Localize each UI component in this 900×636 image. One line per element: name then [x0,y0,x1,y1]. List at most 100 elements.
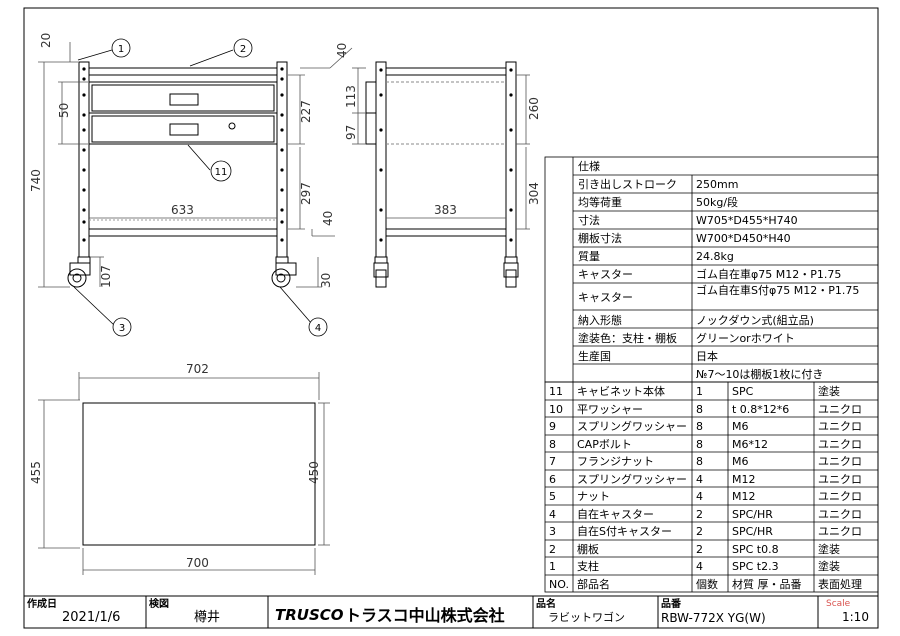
side-view [365,61,519,288]
spec-label: 均等荷重 [578,195,622,209]
spec-value: ゴム自在車S付φ75 M12・P1.75 [696,283,859,297]
dim-20: 20 [39,33,53,48]
balloon-3-label: 3 [119,323,125,334]
spec-value: 50kg/段 [696,195,738,209]
dim-304: 304 [527,182,541,205]
parts-table [544,381,879,593]
front-view [67,61,297,288]
parts-cell-no: 4 [549,508,556,521]
plan-dimension-lines [38,372,330,575]
side-dimension-lines [352,67,530,230]
parts-cell-no: 3 [549,525,556,538]
balloon-3 [112,317,132,337]
parts-cell-name: 自在S付キャスター [577,525,672,538]
parts-cell-qty: 1 [696,385,703,398]
created-label: 作成日 [27,597,57,610]
parts-cell-qty: 2 [696,508,703,521]
spec-label: 納入形態 [578,313,622,327]
spec-value: №7～10は棚板1枚に付き [696,367,823,381]
parts-cell-no: 2 [549,543,556,556]
parts-cell-finish: ユニクロ [818,455,862,468]
parts-cell-finish: ユニクロ [818,490,862,503]
parts-cell-no: 10 [549,403,563,416]
bottom-shelf [88,228,278,237]
dim-107: 107 [99,265,113,288]
drawer-handle-lower [169,123,199,136]
right-post [276,61,288,258]
dim-740: 740 [29,169,43,192]
dim-633: 633 [171,203,194,217]
balloon-11-label: 11 [215,167,228,178]
parts-cell-finish: ユニクロ [818,420,862,433]
dim-227: 227 [299,100,313,123]
dim-50: 50 [57,103,71,118]
parts-cell-qty: 4 [696,473,703,486]
balloon-2-label: 2 [240,44,246,55]
parts-cell-name: 支柱 [577,559,599,573]
spec-label: 塗装色：支柱・棚板 [578,331,677,345]
parts-cell-qty: 8 [696,403,703,416]
parts-cell-mat: SPC t0.8 [732,543,779,556]
dim-455: 455 [29,461,43,484]
parts-cell-qty: 2 [696,543,703,556]
parts-cell-mat: M12 [732,490,756,503]
balloon-11 [210,160,232,182]
product-name-label: 品名 [536,597,556,610]
checker-name: 樽井 [194,609,220,625]
parts-header-finish: 表面処理 [818,577,862,591]
side-post-back [505,61,517,258]
balloon-4 [308,317,328,337]
spec-value: 日本 [696,349,718,363]
plan-dimension-labels: 702 700 455 450 [29,362,321,570]
top-shelf [88,67,278,76]
spec-value: W700*D450*H40 [696,232,791,245]
front-dimension-lines [38,42,353,288]
balloon-1-label: 1 [118,44,124,55]
spec-value: 24.8kg [696,250,734,263]
parts-cell-no: 9 [549,420,556,433]
parts-cell-mat: SPC t2.3 [732,560,779,573]
title-block-text: 作成日 2021/1/6 検図 樽井 TRUSCO トラスコ中山株式会社 品名 … [27,597,869,625]
parts-cell-finish: ユニクロ [818,438,862,451]
scale-label: Scale [826,599,851,609]
title-block [24,595,878,628]
parts-cell-mat: SPC/HR [732,508,773,521]
spec-label: 棚板寸法 [578,231,622,245]
parts-cell-qty: 4 [696,560,703,573]
left-post [78,61,90,258]
spec-value: グリーンorホワイト [696,331,795,345]
front-caster-right [271,256,297,288]
parts-cell-mat: M6*12 [732,438,768,451]
spec-label: 引き出しストローク [578,177,677,191]
created-date: 2021/1/6 [62,610,120,625]
parts-cell-name: フランジナット [577,455,654,468]
parts-cell-name: 平ワッシャー [577,403,643,416]
spec-label: 寸法 [578,213,600,227]
dim-297: 297 [299,182,313,205]
dim-702: 702 [186,362,209,376]
parts-cell-qty: 8 [696,455,703,468]
balloon-4-label: 4 [315,323,321,334]
parts-cell-name: スプリングワッシャー [577,472,687,486]
plan-view [82,402,316,546]
side-dimension-labels: 113 97 260 304 383 [344,85,541,217]
parts-header-name: 部品名 [577,577,610,591]
parts-cell-mat: SPC [732,385,754,398]
balloon-1 [111,38,131,58]
parts-cell-no: 6 [549,473,556,486]
parts-cell-qty: 8 [696,420,703,433]
parts-cell-name: キャビネット本体 [577,384,665,398]
spec-value: ノックダウン式(組立品) [696,313,814,327]
spec-text: 仕様 引き出しストローク 250mm 均等荷重 50kg/段 寸法 W705*D… [578,159,859,381]
callouts [73,38,328,337]
dim-97: 97 [344,125,358,140]
parts-header-mat: 材質 厚・品番 [732,577,802,591]
dim-260: 260 [527,97,541,120]
parts-cell-name: ナット [577,490,610,503]
product-name: ラビットワゴン [548,610,625,624]
side-post-front [375,61,387,258]
product-code: RBW-772X YG(W) [661,611,766,625]
dim-450: 450 [307,461,321,484]
parts-cell-qty: 4 [696,490,703,503]
